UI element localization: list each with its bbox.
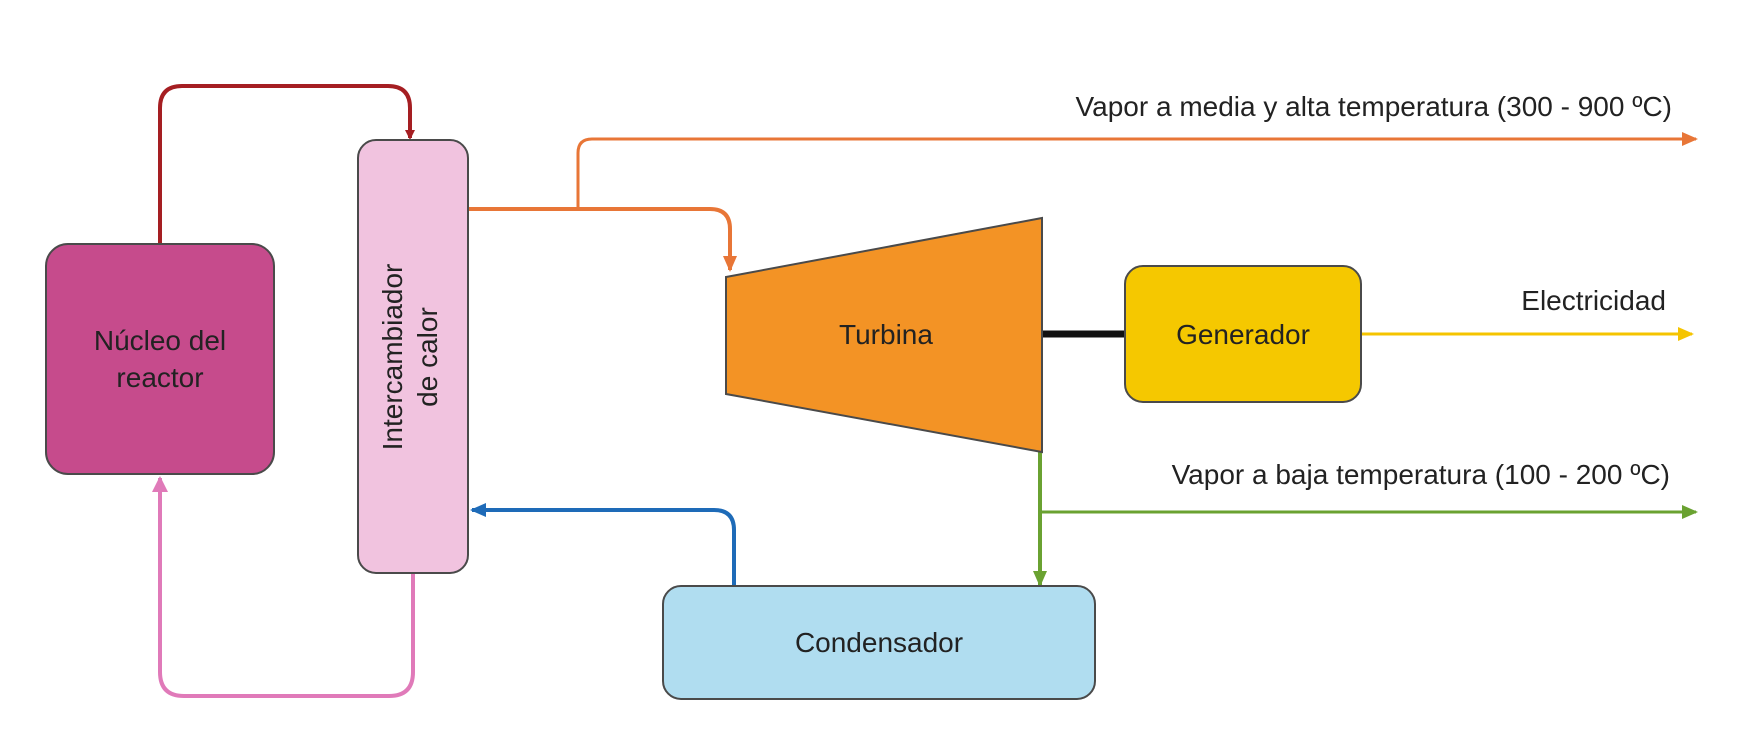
electricity-label: Electricidad bbox=[1521, 285, 1666, 316]
high-temp-steam-label: Vapor a media y alta temperatura (300 - … bbox=[1076, 91, 1672, 122]
reactor-core: Núcleo del reactor bbox=[45, 243, 275, 475]
heat-exchanger: Intercambiador de calor bbox=[357, 139, 469, 574]
primary-cold-arrow bbox=[152, 476, 415, 698]
reactor-label-line1: Núcleo del bbox=[94, 325, 226, 356]
primary-hot-arrow bbox=[158, 84, 415, 244]
turbine: Turbina bbox=[725, 216, 1043, 454]
condensate-return-arrow bbox=[470, 503, 736, 585]
turbine-label: Turbina bbox=[839, 319, 933, 350]
steam-to-turbine-arrow bbox=[469, 207, 737, 272]
reactor-label-line2: reactor bbox=[116, 362, 203, 393]
exchanger-label-line1: Intercambiador bbox=[377, 264, 408, 451]
condenser-label: Condensador bbox=[795, 627, 963, 658]
condenser: Condensador bbox=[662, 585, 1096, 700]
exchanger-label-line2: de calor bbox=[412, 307, 443, 407]
low-temp-steam-label: Vapor a baja temperatura (100 - 200 ºC) bbox=[1172, 459, 1670, 490]
generator-label: Generador bbox=[1176, 319, 1310, 350]
generator: Generador bbox=[1124, 265, 1362, 403]
high-temp-steam-arrow bbox=[576, 132, 1698, 209]
